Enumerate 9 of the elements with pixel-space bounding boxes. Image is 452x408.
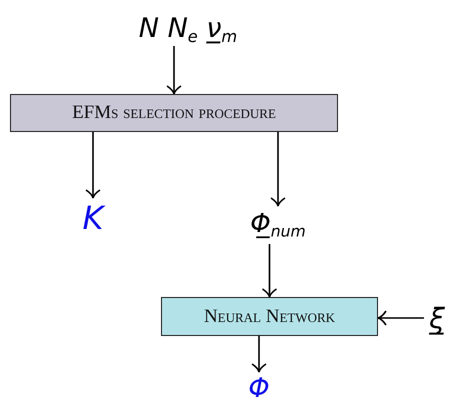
math-symbol: ξ̲	[429, 302, 445, 334]
math-symbol: Φ	[248, 372, 270, 404]
process-label: Neural Network	[204, 306, 336, 328]
math-symbol: K	[82, 199, 104, 237]
process-label: EFMs selection procedure	[72, 102, 276, 124]
process-box	[161, 297, 378, 336]
process-box	[10, 94, 338, 132]
math-symbol: N N$_{e}$ ν̲$_{m}$	[138, 12, 238, 46]
math-symbol: Φ̲$_{num}$	[250, 209, 306, 241]
